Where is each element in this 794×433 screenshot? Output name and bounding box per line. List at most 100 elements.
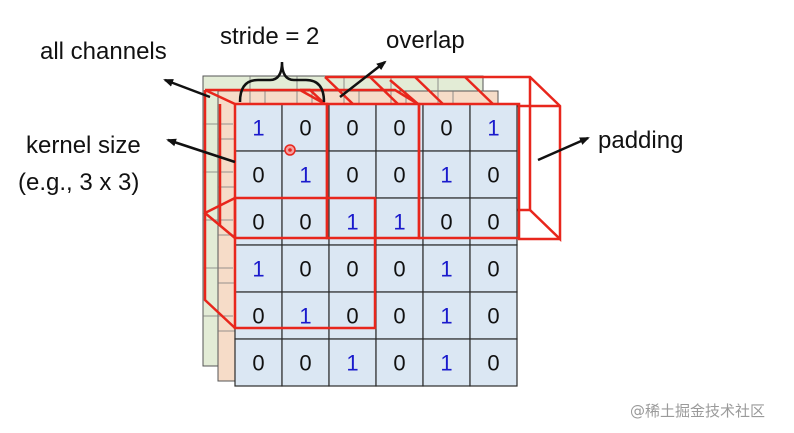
overlap-label: overlap <box>386 27 465 54</box>
grid-cell-value: 0 <box>252 163 264 188</box>
grid-cell-value: 1 <box>440 304 452 329</box>
grid-cell-value: 1 <box>346 210 358 235</box>
grid-cell-box <box>469 103 518 152</box>
grid-cell-box <box>328 150 377 199</box>
grid-cell-box <box>469 338 518 387</box>
grid-cell: 0 <box>328 103 377 152</box>
grid-cell-value: 0 <box>487 351 499 376</box>
grid-cell: 0 <box>469 291 518 340</box>
grid-cell: 0 <box>375 150 424 199</box>
grid-cell-value: 0 <box>393 163 405 188</box>
grid-cell-value: 0 <box>299 116 311 141</box>
grid-cell-value: 1 <box>346 351 358 376</box>
grid-cell-box <box>281 338 330 387</box>
grid-cell: 1 <box>422 244 471 293</box>
grid-cell-value: 0 <box>487 304 499 329</box>
grid-cell-box <box>422 150 471 199</box>
grid-cell: 0 <box>422 103 471 152</box>
grid-cell-value: 0 <box>346 116 358 141</box>
grid-cell-value: 0 <box>252 210 264 235</box>
grid-cell: 0 <box>281 244 330 293</box>
grid-cell: 0 <box>328 150 377 199</box>
grid-cell: 0 <box>375 244 424 293</box>
grid-cell-value: 0 <box>393 116 405 141</box>
grid-cell-value: 0 <box>440 210 452 235</box>
all-channels-label: all channels <box>40 38 167 65</box>
grid-cell-value: 0 <box>346 304 358 329</box>
grid-cell-box <box>375 291 424 340</box>
grid-cell-value: 0 <box>299 257 311 282</box>
grid-cell-value: 0 <box>299 351 311 376</box>
kernel-window-3 <box>389 79 521 240</box>
grid-cell-value: 1 <box>393 210 405 235</box>
grid-cell: 1 <box>422 150 471 199</box>
grid-cell-value: 0 <box>393 351 405 376</box>
grid-cell-value: 0 <box>393 257 405 282</box>
overlap-arrow <box>339 60 387 98</box>
stride-label: stride = 2 <box>220 23 319 50</box>
padding-arrow <box>537 136 590 162</box>
grid-cell-box <box>375 338 424 387</box>
grid-cell-box <box>422 338 471 387</box>
grid-cell: 1 <box>422 291 471 340</box>
grid-cell: 1 <box>281 150 330 199</box>
grid-cell: 0 <box>375 338 424 387</box>
grid-cell-value: 0 <box>252 304 264 329</box>
padding-label: padding <box>598 127 683 154</box>
grid-cell: 0 <box>234 291 283 340</box>
kernel-size-example-label: (e.g., 3 x 3) <box>18 169 139 196</box>
kernel-size-label: kernel size <box>26 132 141 159</box>
grid-cell: 0 <box>375 103 424 152</box>
grid-cell-value: 1 <box>440 163 452 188</box>
grid-cell-value: 1 <box>440 351 452 376</box>
grid-cell: 1 <box>328 338 377 387</box>
grid-cell-value: 0 <box>487 210 499 235</box>
grid-cell-box <box>234 150 283 199</box>
grid-cell-box <box>281 150 330 199</box>
all-channels-arrow <box>163 78 211 99</box>
grid-cell-value: 0 <box>299 210 311 235</box>
grid-cell-value: 0 <box>487 163 499 188</box>
grid-cell-value: 1 <box>440 257 452 282</box>
grid-cell: 0 <box>469 338 518 387</box>
stride-brace <box>238 61 326 103</box>
grid-cell-value: 0 <box>393 304 405 329</box>
grid-cell: 0 <box>375 291 424 340</box>
grid-cell-box <box>328 103 377 152</box>
grid-cell-value: 1 <box>487 116 499 141</box>
grid-cell: 0 <box>234 338 283 387</box>
grid-cell-box <box>234 338 283 387</box>
grid-cell-value: 0 <box>346 257 358 282</box>
grid-cell-box <box>375 150 424 199</box>
grid-cell: 0 <box>469 150 518 199</box>
grid-cell-value: 1 <box>299 163 311 188</box>
grid-cell-value: 0 <box>346 163 358 188</box>
grid-cell: 1 <box>234 103 283 152</box>
grid-cell: 0 <box>281 103 330 152</box>
kernel-window-4 <box>203 196 377 330</box>
watermark-text: @稀土掘金技术社区 <box>630 402 765 420</box>
grid-cell-box <box>469 150 518 199</box>
grid-cell-value: 0 <box>440 116 452 141</box>
grid-cell: 0 <box>328 244 377 293</box>
grid-cell: 1 <box>281 291 330 340</box>
input-grid: 1 0 0 0 0 1 0 1 0 0 1 0 0 0 1 1 0 0 1 0 0 0 1 0 0 1 0 0 1 0 0 0 1 0 1 0 <box>234 103 518 387</box>
grid-cell: 0 <box>281 338 330 387</box>
grid-cell: 0 <box>234 150 283 199</box>
grid-cell-box <box>422 244 471 293</box>
grid-cell: 1 <box>234 244 283 293</box>
grid-cell-value: 1 <box>252 257 264 282</box>
grid-cell-value: 1 <box>252 116 264 141</box>
grid-cell: 0 <box>469 244 518 293</box>
grid-cell-value: 0 <box>487 257 499 282</box>
grid-cell-box <box>469 291 518 340</box>
grid-cell-box <box>328 338 377 387</box>
grid-cell-box <box>422 291 471 340</box>
grid-cell: 0 <box>328 291 377 340</box>
grid-cell-value: 1 <box>299 304 311 329</box>
grid-cell-value: 0 <box>252 351 264 376</box>
grid-cell: 1 <box>469 103 518 152</box>
grid-cell: 1 <box>422 338 471 387</box>
